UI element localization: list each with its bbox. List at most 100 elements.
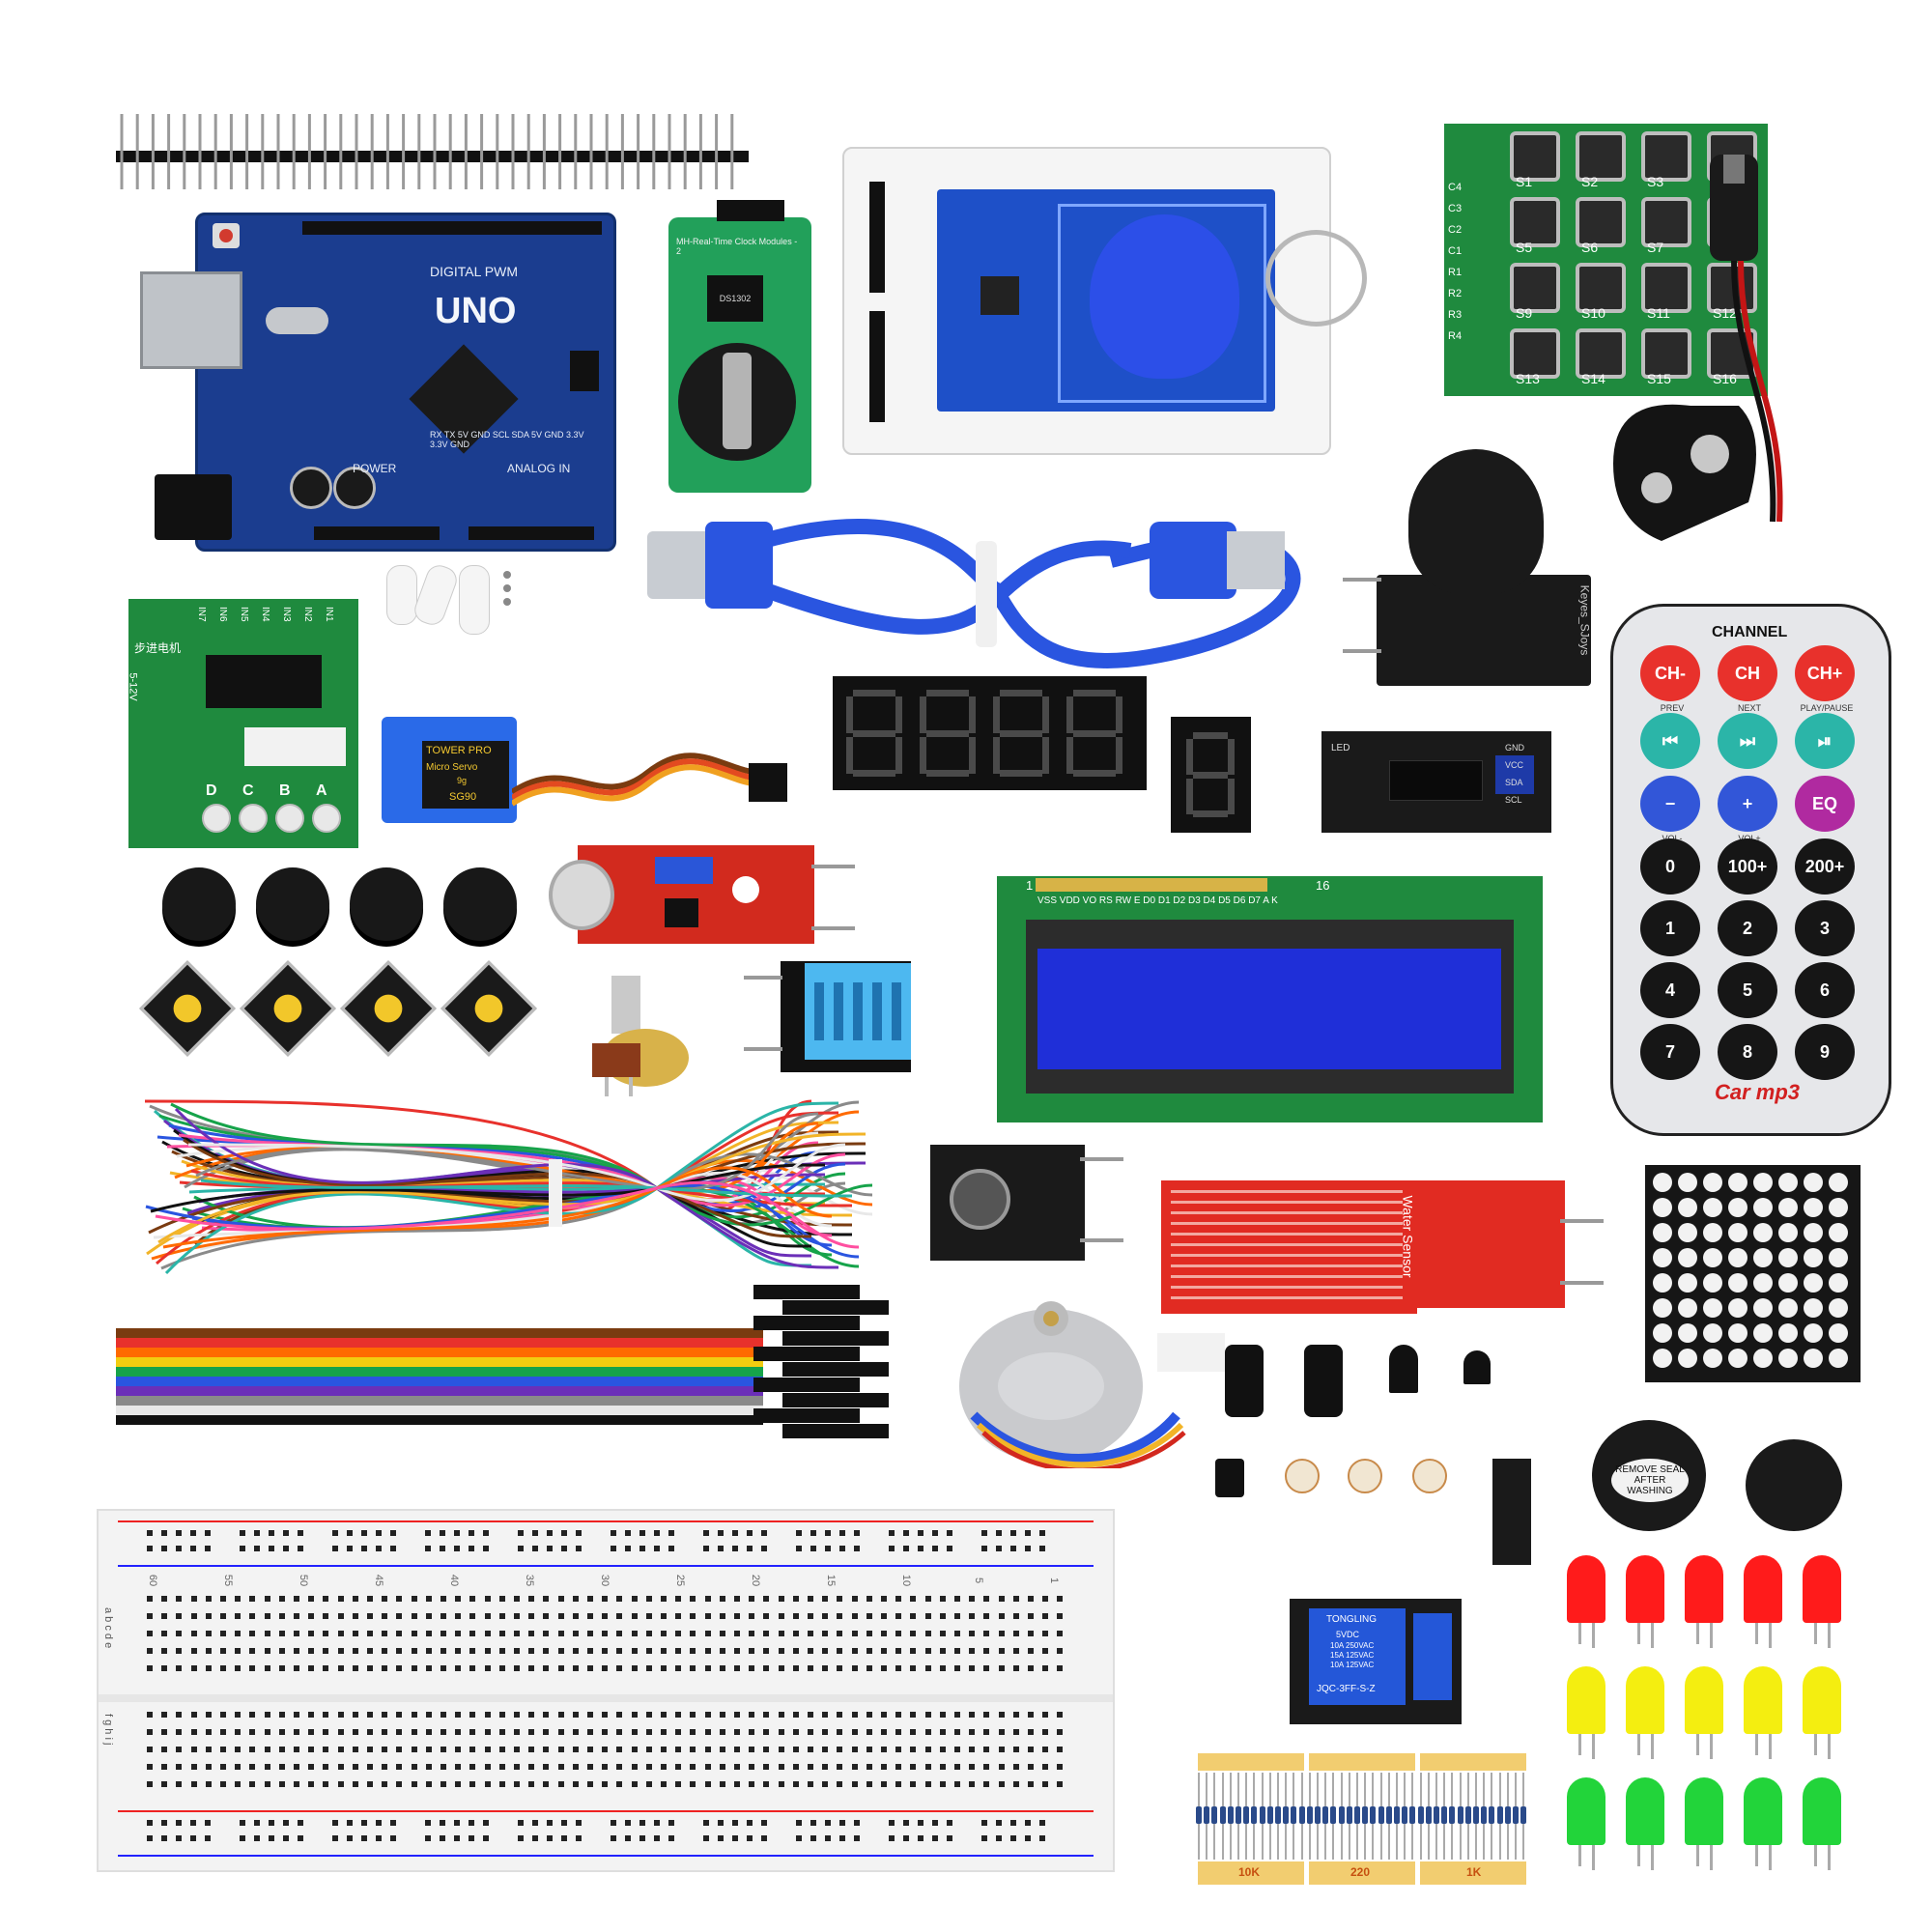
breadboard-hole	[205, 1613, 212, 1619]
breadboard-hole	[557, 1648, 564, 1654]
rail-hole	[576, 1820, 582, 1826]
breadboard-hole	[190, 1631, 197, 1636]
remote-button[interactable]: 8	[1718, 1024, 1777, 1080]
resistor-10k-label: 10K	[1238, 1865, 1261, 1879]
breadboard-hole	[1042, 1648, 1049, 1654]
breadboard-hole	[352, 1648, 358, 1654]
breadboard-hole	[1012, 1613, 1019, 1619]
breadboard-hole	[557, 1712, 564, 1718]
lcd-pin-strip	[1036, 878, 1267, 892]
breadboard-hole	[969, 1596, 976, 1602]
rail-hole	[854, 1530, 860, 1536]
breadboard-hole	[352, 1613, 358, 1619]
remote-button[interactable]: EQ	[1795, 776, 1855, 832]
remote-button[interactable]: CH-	[1640, 645, 1700, 701]
remote-button[interactable]: 6	[1795, 962, 1855, 1018]
breadboard-hole	[631, 1596, 638, 1602]
rail-hole	[903, 1835, 909, 1841]
breadboard-hole	[484, 1712, 491, 1718]
remote-button[interactable]: −	[1640, 776, 1700, 832]
breadboard-hole	[484, 1747, 491, 1752]
remote-button[interactable]: 4	[1640, 962, 1700, 1018]
rail-hole	[361, 1530, 367, 1536]
remote-button[interactable]: 2	[1718, 900, 1777, 956]
breadboard-hole	[278, 1631, 285, 1636]
breadboard-hole	[763, 1648, 770, 1654]
remote-button[interactable]: 100+	[1718, 838, 1777, 895]
remote-button[interactable]: 5	[1718, 962, 1777, 1018]
breadboard-hole	[308, 1631, 315, 1636]
rail-hole	[703, 1546, 709, 1551]
breadboard-hole	[690, 1781, 696, 1787]
breadboard-hole	[866, 1712, 872, 1718]
remote-button[interactable]: +	[1718, 776, 1777, 832]
breadboard-hole	[939, 1781, 946, 1787]
breadboard-hole	[631, 1764, 638, 1770]
breadboard-hole	[498, 1729, 505, 1735]
ir-led	[950, 1169, 1010, 1230]
breadboard-hole	[910, 1764, 917, 1770]
breadboard-hole	[220, 1648, 226, 1654]
remote-button[interactable]: ⏯	[1795, 713, 1855, 769]
driver-voltage: 5-12V	[127, 672, 139, 701]
breadboard-hole	[749, 1781, 755, 1787]
rail-hole	[390, 1530, 396, 1536]
remote-button[interactable]: CH+	[1795, 645, 1855, 701]
key-cap	[1576, 328, 1626, 379]
breadboard-hole	[572, 1648, 579, 1654]
rail-hole	[947, 1530, 952, 1536]
breadboard-hole	[514, 1596, 520, 1602]
remote-button[interactable]: ⏮	[1640, 713, 1700, 769]
remote-button[interactable]: 3	[1795, 900, 1855, 956]
matrix-led	[1678, 1248, 1697, 1267]
rail-hole	[361, 1820, 367, 1826]
breadboard-hole	[440, 1648, 446, 1654]
remote-button[interactable]: CH	[1718, 645, 1777, 701]
breadboard-hole	[851, 1764, 858, 1770]
breadboard-hole	[763, 1631, 770, 1636]
matrix-led	[1804, 1349, 1823, 1368]
rail-hole	[747, 1546, 753, 1551]
breadboard-hole	[969, 1747, 976, 1752]
breadboard-hole	[323, 1729, 329, 1735]
remote-button[interactable]: 7	[1640, 1024, 1700, 1080]
key-cap	[1641, 131, 1691, 182]
breadboard-hole	[998, 1781, 1005, 1787]
breadboard-hole	[337, 1729, 344, 1735]
remote-button[interactable]: 9	[1795, 1024, 1855, 1080]
remote-button[interactable]: 200+	[1795, 838, 1855, 895]
breadboard-hole	[352, 1729, 358, 1735]
i2c-led-label: LED	[1331, 743, 1350, 753]
breadboard-hole	[455, 1729, 462, 1735]
led-leg	[1710, 1845, 1713, 1870]
breadboard-hole	[645, 1712, 652, 1718]
breadboard-hole	[264, 1631, 270, 1636]
matrix-led	[1728, 1248, 1747, 1267]
lcd-pin-labels: VSS VDD VO RS RW E D0 D1 D2 D3 D4 D5 D6 …	[1037, 895, 1278, 906]
resistor-body	[1504, 1806, 1511, 1824]
key-cap	[1576, 197, 1626, 247]
breadboard-hole	[749, 1596, 755, 1602]
breadboard-hole	[661, 1747, 667, 1752]
rail-hole	[918, 1530, 923, 1536]
button-cap	[256, 867, 329, 941]
rail-hole	[947, 1835, 952, 1841]
matrix-led	[1778, 1323, 1798, 1343]
breadboard-hole	[983, 1764, 990, 1770]
breadboard-hole	[352, 1747, 358, 1752]
power-rail-top	[118, 1520, 1094, 1569]
lcd-pin-end: 16	[1316, 878, 1330, 893]
breadboard-hole	[851, 1729, 858, 1735]
resistor-body	[1402, 1806, 1408, 1824]
rail-hole	[283, 1546, 289, 1551]
remote-button[interactable]: 1	[1640, 900, 1700, 956]
breadboard-hole	[455, 1631, 462, 1636]
matrix-led	[1804, 1198, 1823, 1217]
breadboard-hole	[469, 1665, 476, 1671]
remote-button[interactable]: 0	[1640, 838, 1700, 895]
breadboard-hole	[792, 1712, 799, 1718]
remote-button[interactable]: ⏭	[1718, 713, 1777, 769]
matrix-led	[1678, 1198, 1697, 1217]
ir-receiver-vs1838	[1463, 1350, 1491, 1384]
